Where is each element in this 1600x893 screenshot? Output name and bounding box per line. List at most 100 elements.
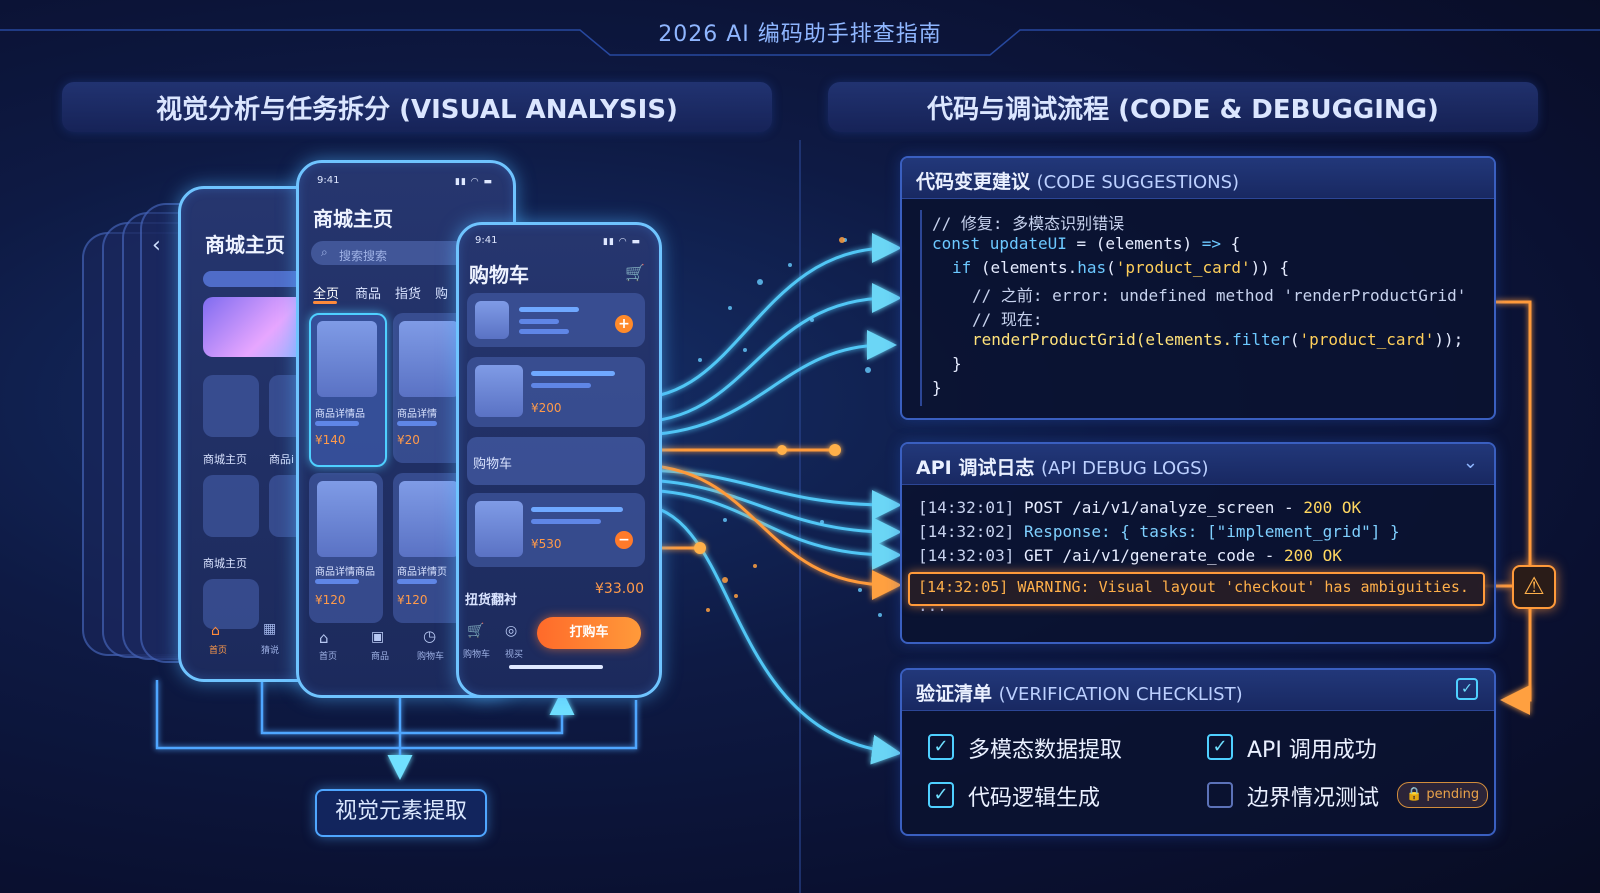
code-token: { xyxy=(1220,234,1241,253)
code-token: ( xyxy=(1106,258,1116,277)
code-token: has xyxy=(1077,258,1107,277)
panel-title-main: 验证清单 xyxy=(916,683,993,705)
item-price: ¥530 xyxy=(531,537,562,551)
status-icons: ▮▮ ◠ ▬ xyxy=(455,177,493,187)
text-line xyxy=(397,421,437,426)
warning-log-highlight[interactable]: [14:32:05] WARNING: Visual layout 'check… xyxy=(908,572,1485,606)
panel-title: 代码变更建议 (CODE SUGGESTIONS) xyxy=(916,167,1239,194)
item-image xyxy=(475,301,509,339)
home-icon[interactable]: ⌂ xyxy=(211,623,220,639)
checklist-item-label: 边界情况测试 xyxy=(1247,786,1380,811)
code-token: => xyxy=(1201,234,1221,253)
panel-title-sub: (API DEBUG LOGS) xyxy=(1040,458,1209,479)
checkbox-api-success[interactable]: ✓ xyxy=(1207,734,1233,760)
banner-bar xyxy=(203,271,313,287)
banner-image xyxy=(203,297,313,357)
code-line-3: if (elements.has('product_card')) { xyxy=(952,258,1289,277)
cart-section xyxy=(467,437,645,485)
phone-front-title: 购物车 xyxy=(469,263,529,287)
cart-icon[interactable]: 🛒 xyxy=(467,623,485,639)
gutter-line xyxy=(920,210,922,406)
phone-front: 9:41 ▮▮ ◠ ▬ 购物车 🛒 + ¥200 购物车 ¥530 − 扭货翻衬… xyxy=(456,222,662,698)
text-line xyxy=(315,421,359,426)
tab-home[interactable]: 首页 xyxy=(209,646,228,656)
code-line-8: } xyxy=(932,378,942,397)
product-price: ¥120 xyxy=(397,593,428,607)
code-token: const xyxy=(932,234,990,253)
item-image xyxy=(475,365,523,417)
tab-deals[interactable]: 指货 xyxy=(395,287,422,302)
log-time: [14:32:02] xyxy=(918,522,1015,541)
code-token: 'product_card' xyxy=(1115,258,1251,277)
search-icon: ⌕ xyxy=(321,245,328,259)
panel-header: API 调试日志 (API DEBUG LOGS) ⌄ xyxy=(902,444,1494,485)
code-token: (elements. xyxy=(971,258,1078,277)
text-line xyxy=(397,579,437,584)
tab-discover[interactable]: 猜说 xyxy=(261,646,280,656)
product-thumb xyxy=(203,579,259,629)
panel-title: 验证清单 (VERIFICATION CHECKLIST) xyxy=(916,679,1243,706)
code-token: renderProductGrid(elements. xyxy=(972,330,1233,349)
page-title: 2026 AI 编码助手排查指南 xyxy=(658,22,942,47)
code-suggestions-panel: 代码变更建议 (CODE SUGGESTIONS) // 修复: 多模态识别错误… xyxy=(900,156,1496,420)
product-label: 商品详情 xyxy=(397,409,437,420)
visual-extract-label: 视觉元素提取 xyxy=(315,789,487,837)
chevron-down-icon[interactable]: ⌄ xyxy=(1462,452,1478,473)
nav-cart[interactable]: 购物车 xyxy=(417,652,445,662)
product-thumb xyxy=(203,375,259,437)
buy-icon[interactable]: ◎ xyxy=(505,623,518,639)
checkbox-edge-cases[interactable] xyxy=(1207,782,1233,808)
log-text: POST /ai/v1/analyze_screen - xyxy=(1014,498,1304,517)
code-line-4: // 之前: error: undefined method 'renderPr… xyxy=(972,286,1467,305)
checkout-button[interactable]: 打购车 xyxy=(537,617,641,649)
code-line-6: renderProductGrid(elements.filter('produ… xyxy=(972,330,1463,349)
pending-badge: 🔒 pending xyxy=(1397,782,1489,808)
code-token: filter xyxy=(1232,330,1290,349)
checklist-item-label: 多模态数据提取 xyxy=(968,738,1123,763)
tab-products[interactable]: 商品 xyxy=(355,287,382,302)
log-text: GET /ai/v1/generate_code - xyxy=(1014,546,1285,565)
panel-title: API 调试日志 (API DEBUG LOGS) xyxy=(916,453,1209,480)
nav-buy[interactable]: 视买 xyxy=(505,650,524,660)
code-token: updateUI xyxy=(989,234,1067,253)
grid-icon[interactable]: ▦ xyxy=(263,621,277,637)
panel-header: 验证清单 (VERIFICATION CHECKLIST) ✓ xyxy=(902,670,1494,711)
clock-icon[interactable]: ◷ xyxy=(423,627,437,645)
log-time: [14:32:03] xyxy=(918,546,1015,565)
checklist-item-label: 代码逻辑生成 xyxy=(968,786,1101,811)
nav-cart[interactable]: 购物车 xyxy=(463,650,491,660)
panel-title-main: 代码变更建议 xyxy=(916,171,1031,193)
log-line-2: [14:32:02] Response: { tasks: ["implemen… xyxy=(918,522,1400,541)
add-icon[interactable]: + xyxy=(615,315,633,333)
product-thumb xyxy=(203,475,259,537)
phone-middle-title: 商城主页 xyxy=(313,207,393,231)
tab-all[interactable]: 全页 xyxy=(313,287,340,302)
verification-checklist-panel: 验证清单 (VERIFICATION CHECKLIST) ✓ xyxy=(900,668,1496,836)
check-all-icon[interactable]: ✓ xyxy=(1456,678,1478,700)
code-line-2: const updateUI = (elements) => { xyxy=(932,234,1240,253)
remove-icon[interactable]: − xyxy=(615,531,633,549)
text-line xyxy=(531,371,615,376)
product-label: 商品详情商品 xyxy=(315,567,375,578)
home-indicator xyxy=(509,665,603,669)
product-icon[interactable]: ▣ xyxy=(371,629,385,645)
cart-icon[interactable]: 🛒 xyxy=(625,263,645,282)
product-label: 商品详情页 xyxy=(397,567,447,578)
product-image xyxy=(399,481,459,557)
section-header-code: 代码与调试流程 (CODE & DEBUGGING) xyxy=(828,82,1538,132)
checkbox-code-logic[interactable]: ✓ xyxy=(928,782,954,808)
checkbox-data-extraction[interactable]: ✓ xyxy=(928,734,954,760)
log-status: 200 OK xyxy=(1284,546,1342,565)
text-line xyxy=(519,319,559,324)
panel-title-sub: (CODE SUGGESTIONS) xyxy=(1036,172,1240,193)
code-line-5: // 现在: xyxy=(972,310,1043,329)
tab-cart[interactable]: 购 xyxy=(435,287,449,302)
code-line-7: } xyxy=(952,354,962,373)
home-icon[interactable]: ⌂ xyxy=(319,629,329,647)
log-text: Response: { tasks: ["implement_grid"] } xyxy=(1014,522,1400,541)
nav-products[interactable]: 商品 xyxy=(371,652,390,662)
product-label: 商城主页 xyxy=(203,557,247,570)
log-line-3: [14:32:03] GET /ai/v1/generate_code - 20… xyxy=(918,546,1342,565)
api-debug-logs-panel: API 调试日志 (API DEBUG LOGS) ⌄ [14:32:01] P… xyxy=(900,442,1496,644)
nav-home[interactable]: 首页 xyxy=(319,652,338,662)
